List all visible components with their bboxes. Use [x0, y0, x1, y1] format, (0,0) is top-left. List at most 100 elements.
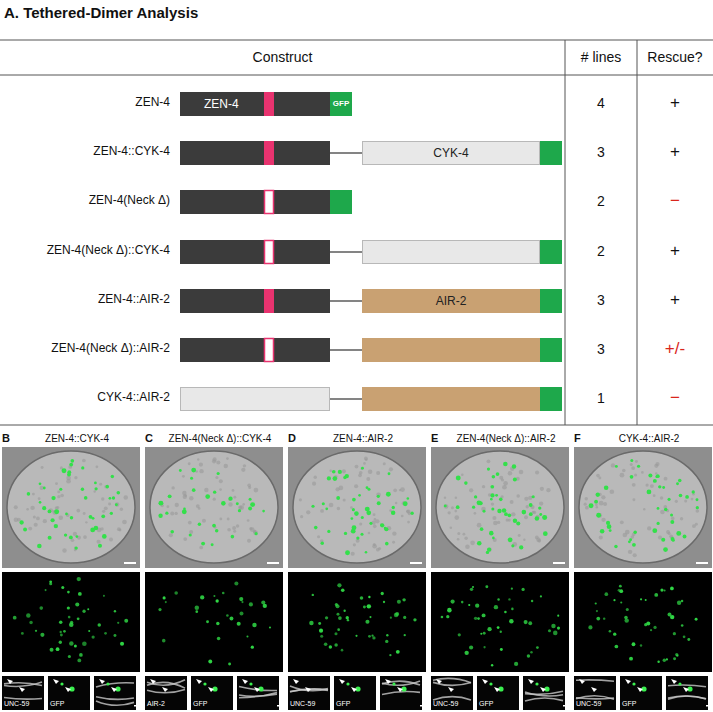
gfp-spot	[692, 490, 695, 493]
gfp-spot	[511, 608, 514, 611]
gfp-spot	[98, 623, 101, 626]
cell-texture	[343, 499, 346, 502]
cell-texture	[376, 548, 380, 552]
cell-texture	[95, 465, 98, 468]
gfp-spot	[360, 596, 364, 600]
gfp-spot	[113, 634, 116, 637]
cell-texture	[598, 477, 601, 480]
construct-shape	[540, 387, 562, 411]
gfp-spot	[640, 598, 642, 600]
cell-texture	[454, 510, 457, 513]
cell-texture	[470, 540, 475, 545]
gfp-spot	[216, 599, 219, 602]
gfp-spot	[174, 591, 178, 595]
gfp-spot	[508, 537, 513, 542]
cell-texture	[306, 510, 310, 514]
gfp-spot	[618, 589, 621, 592]
cortex-signal	[433, 697, 471, 700]
cell-texture	[650, 484, 654, 488]
gfp-spot	[632, 543, 636, 547]
cell-texture	[216, 461, 220, 465]
gfp-spot	[327, 476, 331, 480]
gfp-spot	[40, 633, 44, 637]
cell-texture	[59, 515, 64, 520]
cell-texture	[546, 488, 550, 492]
cell-texture	[492, 516, 496, 520]
construct-shape	[362, 387, 540, 411]
inset-image	[145, 676, 187, 710]
cell-texture	[74, 476, 77, 479]
gfp-spot	[67, 470, 71, 474]
gfp-spot	[341, 649, 344, 652]
cortex-signal	[576, 698, 614, 699]
cell-texture	[62, 548, 66, 552]
gfp-spot	[341, 589, 345, 593]
gfp-spot	[670, 520, 674, 524]
cell-texture	[675, 500, 678, 503]
cell-texture	[227, 528, 231, 532]
construct-shape	[540, 289, 562, 313]
cell-texture	[93, 490, 95, 492]
gfp-spot	[367, 604, 371, 608]
gfp-spot	[179, 469, 182, 472]
panel-letter: C	[145, 432, 157, 445]
arrowhead-marker	[305, 687, 311, 692]
gfp-spot	[403, 616, 406, 619]
gfp-spot	[360, 533, 363, 536]
construct-shape	[181, 388, 330, 411]
cell-texture	[524, 497, 528, 501]
gfp-spot	[63, 630, 66, 633]
gfp-spot	[656, 522, 659, 525]
gfp-spot	[390, 617, 392, 619]
cell-texture	[338, 486, 343, 491]
column-header: Construct	[0, 49, 565, 65]
arrowhead-marker	[397, 687, 403, 692]
gfp-spot	[163, 596, 166, 599]
cortex-signal	[96, 697, 134, 700]
gfp-spot	[650, 629, 652, 631]
cell-texture	[28, 527, 32, 531]
gfp-spot	[661, 538, 665, 542]
gfp-spot	[229, 617, 233, 621]
gfp-spot	[201, 542, 205, 546]
cell-texture	[99, 483, 102, 486]
gfp-spot	[77, 658, 81, 662]
rescue-result: +	[637, 142, 713, 162]
rescue-result: −	[637, 191, 713, 211]
inset-image	[48, 676, 90, 710]
cell-texture	[33, 516, 36, 519]
gfp-spot	[117, 622, 119, 624]
arrowhead-marker	[7, 679, 13, 684]
gfp-spot	[477, 541, 482, 546]
cell-texture	[454, 515, 459, 520]
dic-image	[431, 447, 569, 568]
cell-texture	[254, 488, 259, 493]
gfp-spot	[388, 472, 391, 475]
cell-texture	[393, 488, 397, 492]
gfp-spot	[88, 630, 90, 632]
gfp-spot	[69, 622, 74, 627]
gfp-spot	[82, 641, 87, 646]
gfp-spot	[594, 500, 598, 504]
cell-texture	[634, 473, 637, 476]
scale-bar	[563, 705, 571, 707]
cell-texture	[364, 456, 368, 460]
cell-texture	[455, 497, 458, 500]
panel-title: ZEN-4::CYK-4	[14, 433, 140, 445]
gfp-spot	[105, 485, 109, 489]
cell-texture	[253, 530, 258, 535]
gfp-spot	[676, 482, 679, 485]
gfp-spot	[504, 512, 508, 516]
cell-texture	[197, 458, 199, 460]
gfp-spot	[77, 617, 80, 620]
gfp-spot	[81, 488, 84, 491]
gfp-spot	[530, 651, 532, 653]
gfp-spot	[81, 466, 84, 469]
cell-texture	[183, 537, 187, 541]
gfp-spot	[500, 631, 502, 633]
gfp-spot	[368, 488, 371, 491]
gfp-spot	[361, 467, 364, 470]
construct-name: CYK-4::AIR-2	[0, 391, 170, 405]
cell-texture	[691, 498, 694, 501]
